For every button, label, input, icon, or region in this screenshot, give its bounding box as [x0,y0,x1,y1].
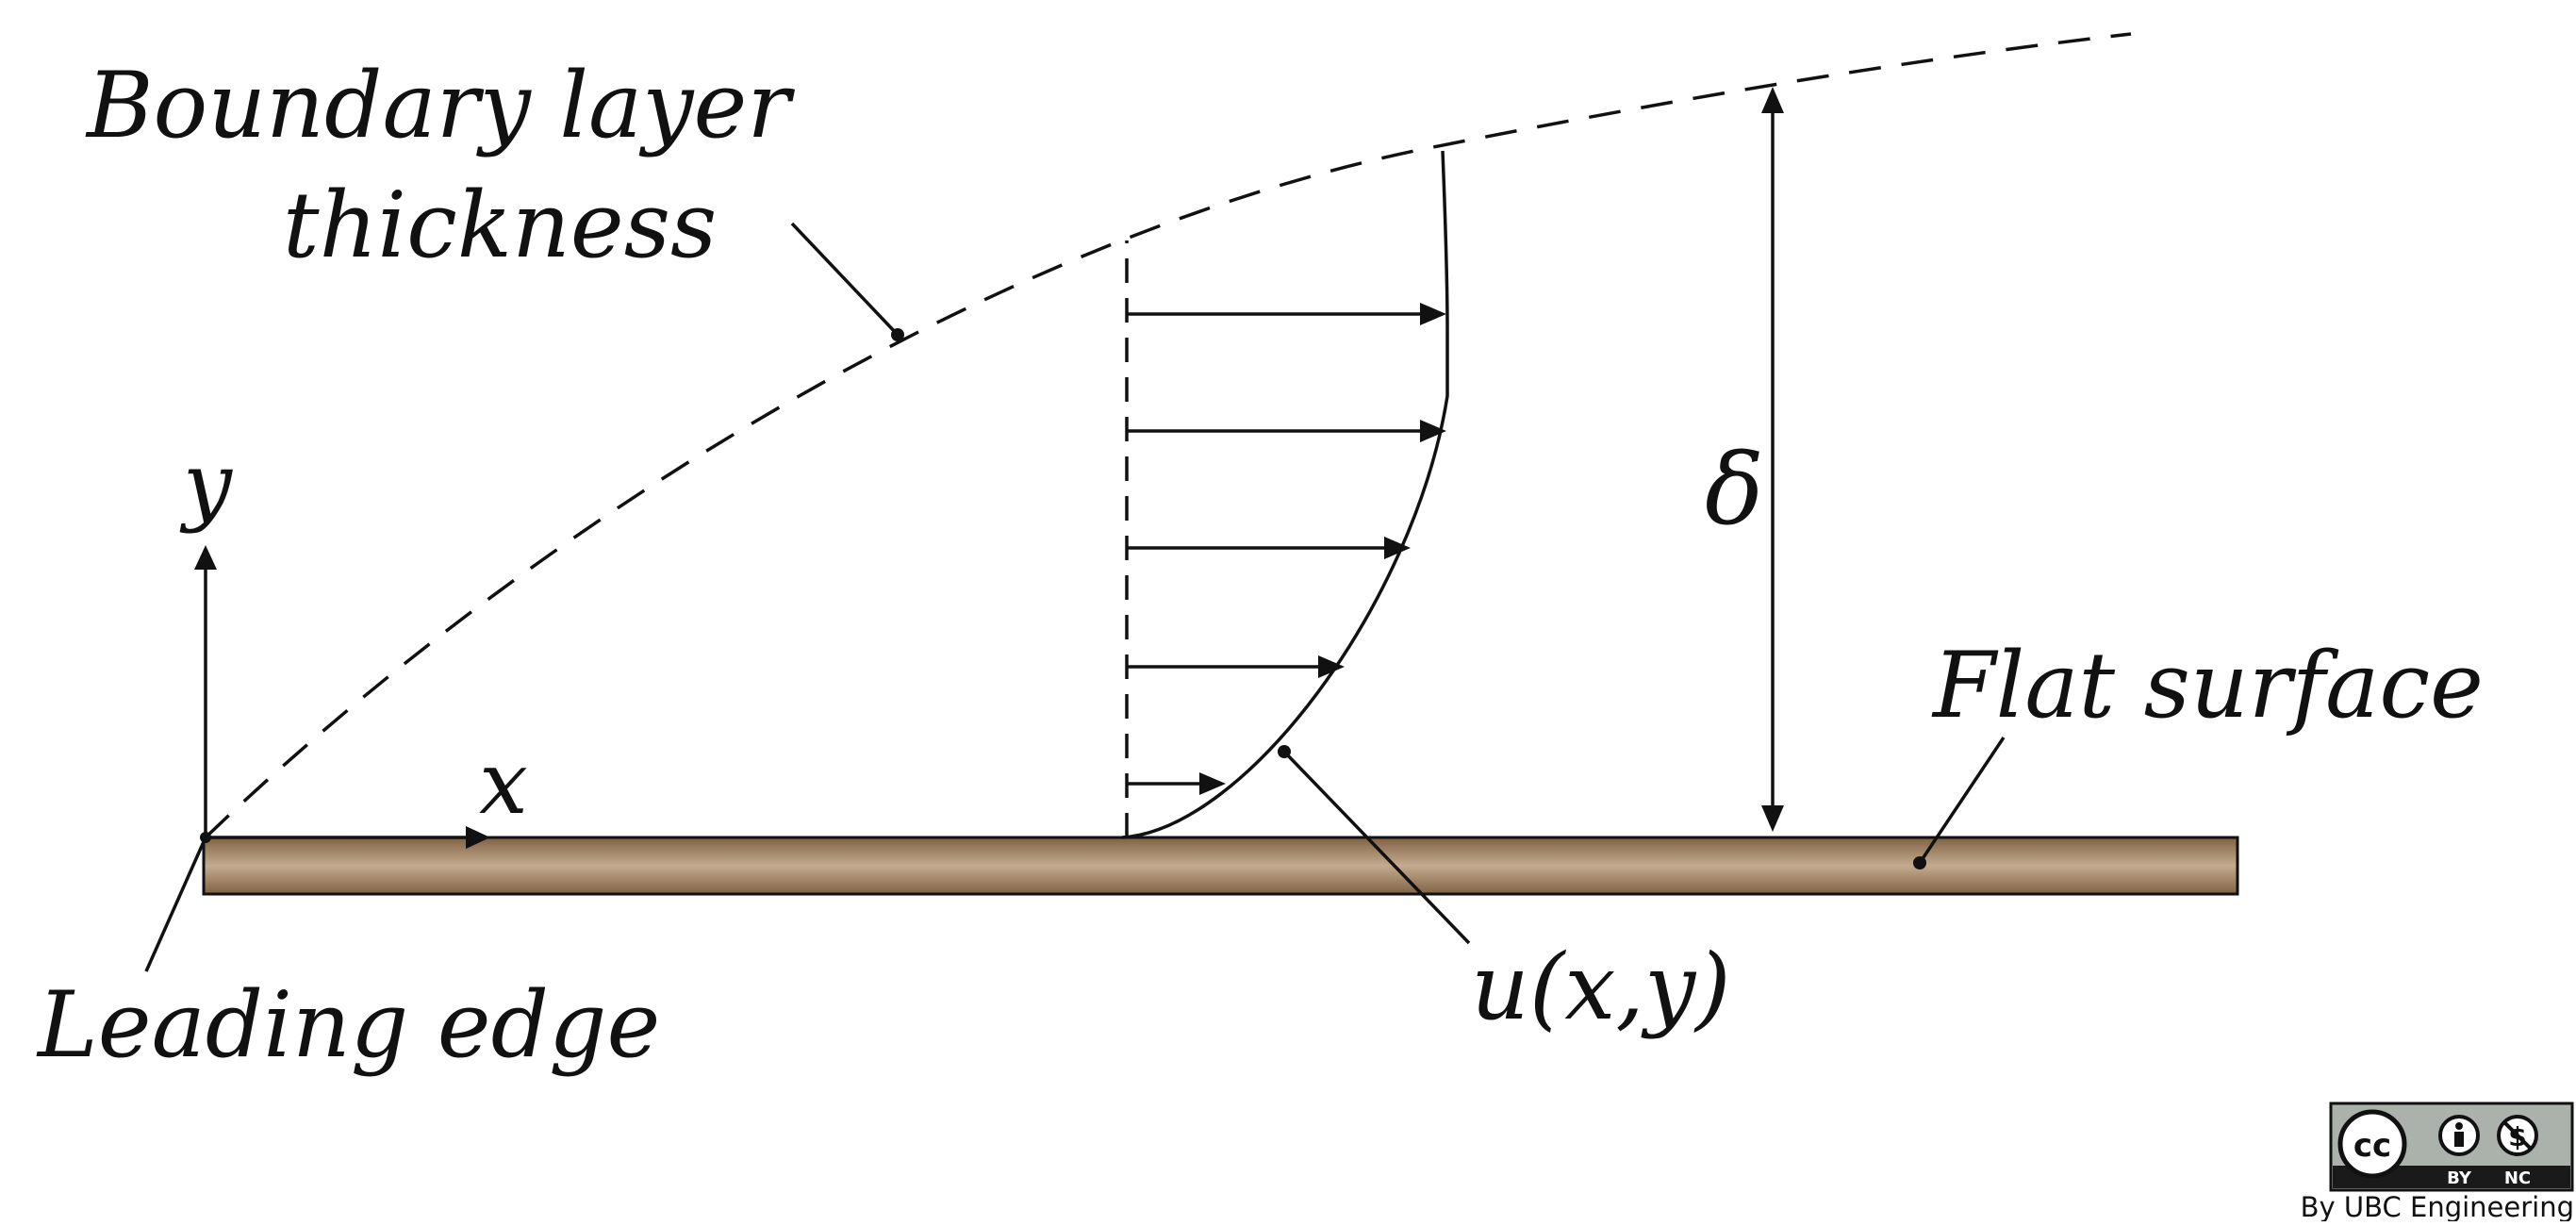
flat-surface-plate [202,836,2239,896]
by-badge-label: BY [2447,1168,2472,1188]
cc-icon [2337,1109,2407,1179]
flat-surface-label: Flat surface [1931,633,2484,738]
boundary-layer-label-line2: thickness [283,173,717,278]
velocity-arrows [1128,303,1446,795]
leading-edge-leader [144,837,207,972]
x-axis-arrowhead [466,826,490,849]
delta-arrowhead-top [1761,87,1784,113]
y-axis-arrowhead [194,545,217,570]
leading-edge-label: Leading edge [36,972,660,1078]
velocity-profile-curve [1121,150,1449,839]
license-credit: By UBC Engineering [2301,1191,2574,1221]
nc-badge-label: NC [2504,1168,2531,1188]
by-attribution-icon-body [2454,1132,2464,1147]
by-attribution-icon-head [2455,1122,2463,1130]
velocity-profile-leader-dot [1278,745,1291,758]
boundary-layer-thickness-curve [204,32,2132,839]
x-axis-label: x [479,733,528,834]
velocity-profile-leader [1282,750,1471,945]
velocity-arrowhead [1318,655,1345,678]
cc-icon-text: cc [2353,1127,2391,1165]
delta-label: δ [1705,432,1764,547]
velocity-profile-label: u(x,y) [1471,935,1731,1040]
velocity-arrowhead [1199,772,1226,795]
y-axis-label: y [179,434,233,535]
velocity-arrowhead [1420,303,1446,325]
delta-arrowhead-bottom [1761,805,1784,832]
license-badge: cc $ BY NC By UBC Engineering [2301,1102,2574,1223]
velocity-arrowhead [1384,537,1411,559]
flat-surface-leader [1918,737,2006,864]
boundary-layer-leader-dot [891,328,904,341]
flat-surface-leader-dot [1913,856,1926,870]
velocity-arrowhead [1420,420,1446,442]
boundary-layer-leader [790,222,900,337]
boundary-layer-label-line1: Boundary layer [85,53,795,158]
nc-noncommercial-icon-strike [2502,1120,2533,1151]
